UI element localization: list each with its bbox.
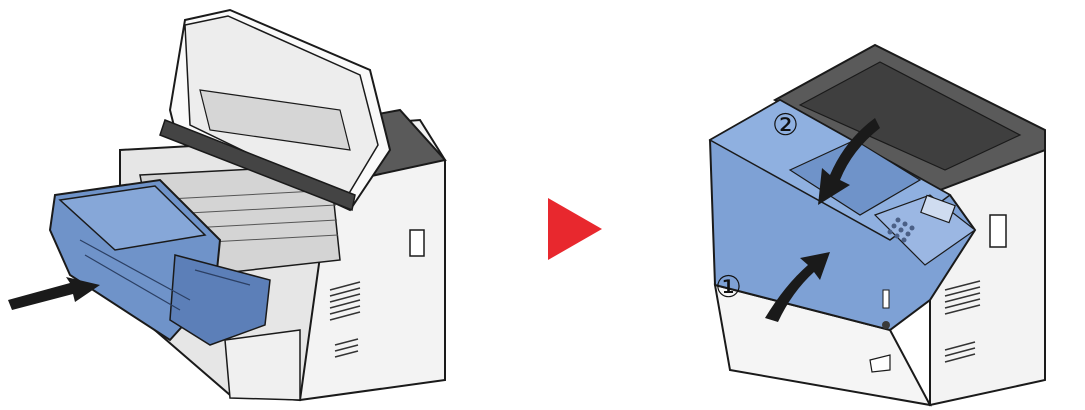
printer-closed-illustration: ① ② — [690, 0, 1085, 410]
next-step-arrow-icon — [544, 194, 604, 264]
printer-open-drawing — [0, 0, 460, 410]
printer-open-illustration — [0, 0, 460, 410]
step-1-label: ① — [715, 271, 742, 304]
insert-arrow-icon — [8, 277, 100, 310]
step-2-label: ② — [772, 109, 799, 142]
printer-closed-drawing: ① ② — [690, 0, 1085, 410]
